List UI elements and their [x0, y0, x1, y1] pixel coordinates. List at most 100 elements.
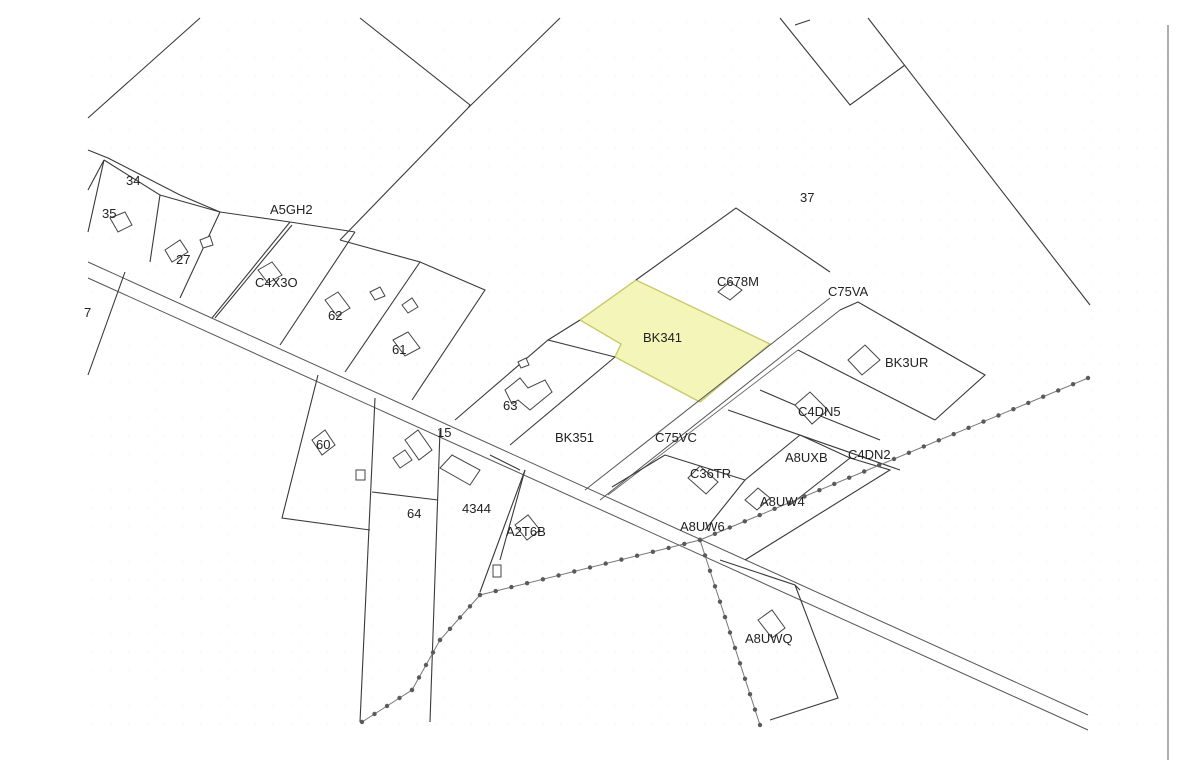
label-c36tr: C36TR [690, 466, 731, 481]
building-a8uw4 [744, 487, 771, 511]
label-c678m: C678M [717, 274, 759, 289]
pole-dot [737, 661, 743, 666]
pole-dot [951, 431, 956, 437]
pole-dot [372, 711, 377, 717]
pole-dot [634, 553, 640, 558]
pole-dot [1041, 394, 1046, 399]
label-37: 37 [800, 190, 814, 205]
pole-dot [603, 561, 608, 566]
pole-dot [1085, 375, 1091, 381]
label-4344: 4344 [462, 501, 491, 516]
label-bk3ur: BK3UR [885, 355, 928, 370]
pole-dot [832, 481, 837, 487]
pole-dot [772, 506, 777, 511]
main-road [87, 261, 1089, 731]
pole-dot [722, 614, 728, 620]
building-4344 [439, 454, 481, 486]
pole-dot [1070, 382, 1076, 387]
pole-dot [862, 469, 867, 474]
label-a8uxb: A8UXB [785, 450, 828, 465]
label-35: 35 [102, 206, 116, 221]
building-c4x3o [257, 261, 283, 284]
pole-dot [802, 494, 807, 499]
label-bk351: BK351 [555, 430, 594, 445]
pole-dot [1056, 388, 1061, 393]
pole-dot [747, 692, 753, 697]
pole-dot [702, 553, 708, 558]
building-15b [392, 449, 413, 469]
building-60b [355, 469, 366, 481]
building-15a [404, 429, 433, 461]
pole-dot [996, 413, 1001, 418]
pole-dot [742, 519, 747, 524]
pole-dot [712, 584, 718, 589]
label-a8uw4: A8UW4 [760, 494, 805, 509]
pole-dot [477, 592, 483, 598]
pole-dot [906, 450, 912, 455]
building-27b [199, 235, 214, 249]
label-bk341: BK341 [643, 330, 682, 345]
label-a8uw6: A8UW6 [680, 519, 725, 534]
pole-dot [727, 630, 733, 635]
pole-dot [457, 615, 463, 620]
label-7: 7 [84, 305, 91, 320]
building-27a [164, 239, 189, 263]
map-texture [88, 18, 1168, 730]
building-61b [401, 297, 419, 314]
pole-dot [467, 604, 473, 609]
pole-dot [416, 675, 422, 680]
label-a2t6b: A2T6B [506, 524, 546, 539]
pole-dot [384, 703, 390, 709]
label-a8uwq: A8UWQ [745, 631, 793, 646]
buildings [109, 211, 881, 639]
building-c36tr [687, 465, 719, 495]
pole-dot [1011, 407, 1016, 412]
parcel-labels: 34 35 27 A5GH2 C4X3O 62 61 7 37 C678M C7… [84, 173, 928, 646]
label-c4dn2: C4DN2 [848, 447, 891, 462]
pole-dot [921, 444, 926, 449]
pole-dot [966, 425, 971, 430]
parcel-boundaries [87, 17, 1091, 723]
pole-dot [717, 599, 723, 604]
label-61: 61 [392, 342, 406, 357]
pole-dot [1026, 400, 1031, 406]
building-a2t6b [514, 514, 541, 541]
label-c75vc: C75VC [655, 430, 697, 445]
pole-dot [619, 557, 624, 562]
pole-dot [397, 695, 402, 701]
pole-dot [437, 637, 443, 643]
pole-dot [712, 531, 718, 536]
building-c4dn5 [794, 391, 829, 425]
pole-dot [847, 475, 852, 480]
pole-dot [732, 645, 738, 651]
label-c4dn5: C4DN5 [798, 404, 841, 419]
pole-dot [936, 438, 941, 443]
pole-dot [682, 541, 687, 547]
building-63b [517, 357, 530, 369]
label-63: 63 [503, 398, 517, 413]
pole-dot [540, 577, 546, 582]
pole-dot [981, 419, 986, 424]
pole-dot [666, 545, 671, 551]
label-c75va: C75VA [828, 284, 869, 299]
label-34: 34 [126, 173, 140, 188]
building-63 [504, 377, 553, 411]
pole-dot [742, 676, 748, 681]
pole-dot [697, 537, 703, 543]
label-a5gh2: A5GH2 [270, 202, 313, 217]
label-15: 15 [437, 425, 451, 440]
building-62a [324, 291, 351, 317]
building-a2t6b-shed [492, 564, 502, 578]
pole-dot [587, 565, 593, 570]
building-62b [369, 286, 386, 301]
pole-dot [493, 588, 498, 594]
building-c678m [717, 281, 743, 301]
building-61a [392, 331, 421, 357]
pole-dot [423, 662, 429, 668]
pole-dot [409, 687, 415, 693]
pole-dot [556, 573, 561, 578]
label-62: 62 [328, 308, 342, 323]
pole-dot [524, 581, 530, 586]
label-60: 60 [316, 437, 330, 452]
